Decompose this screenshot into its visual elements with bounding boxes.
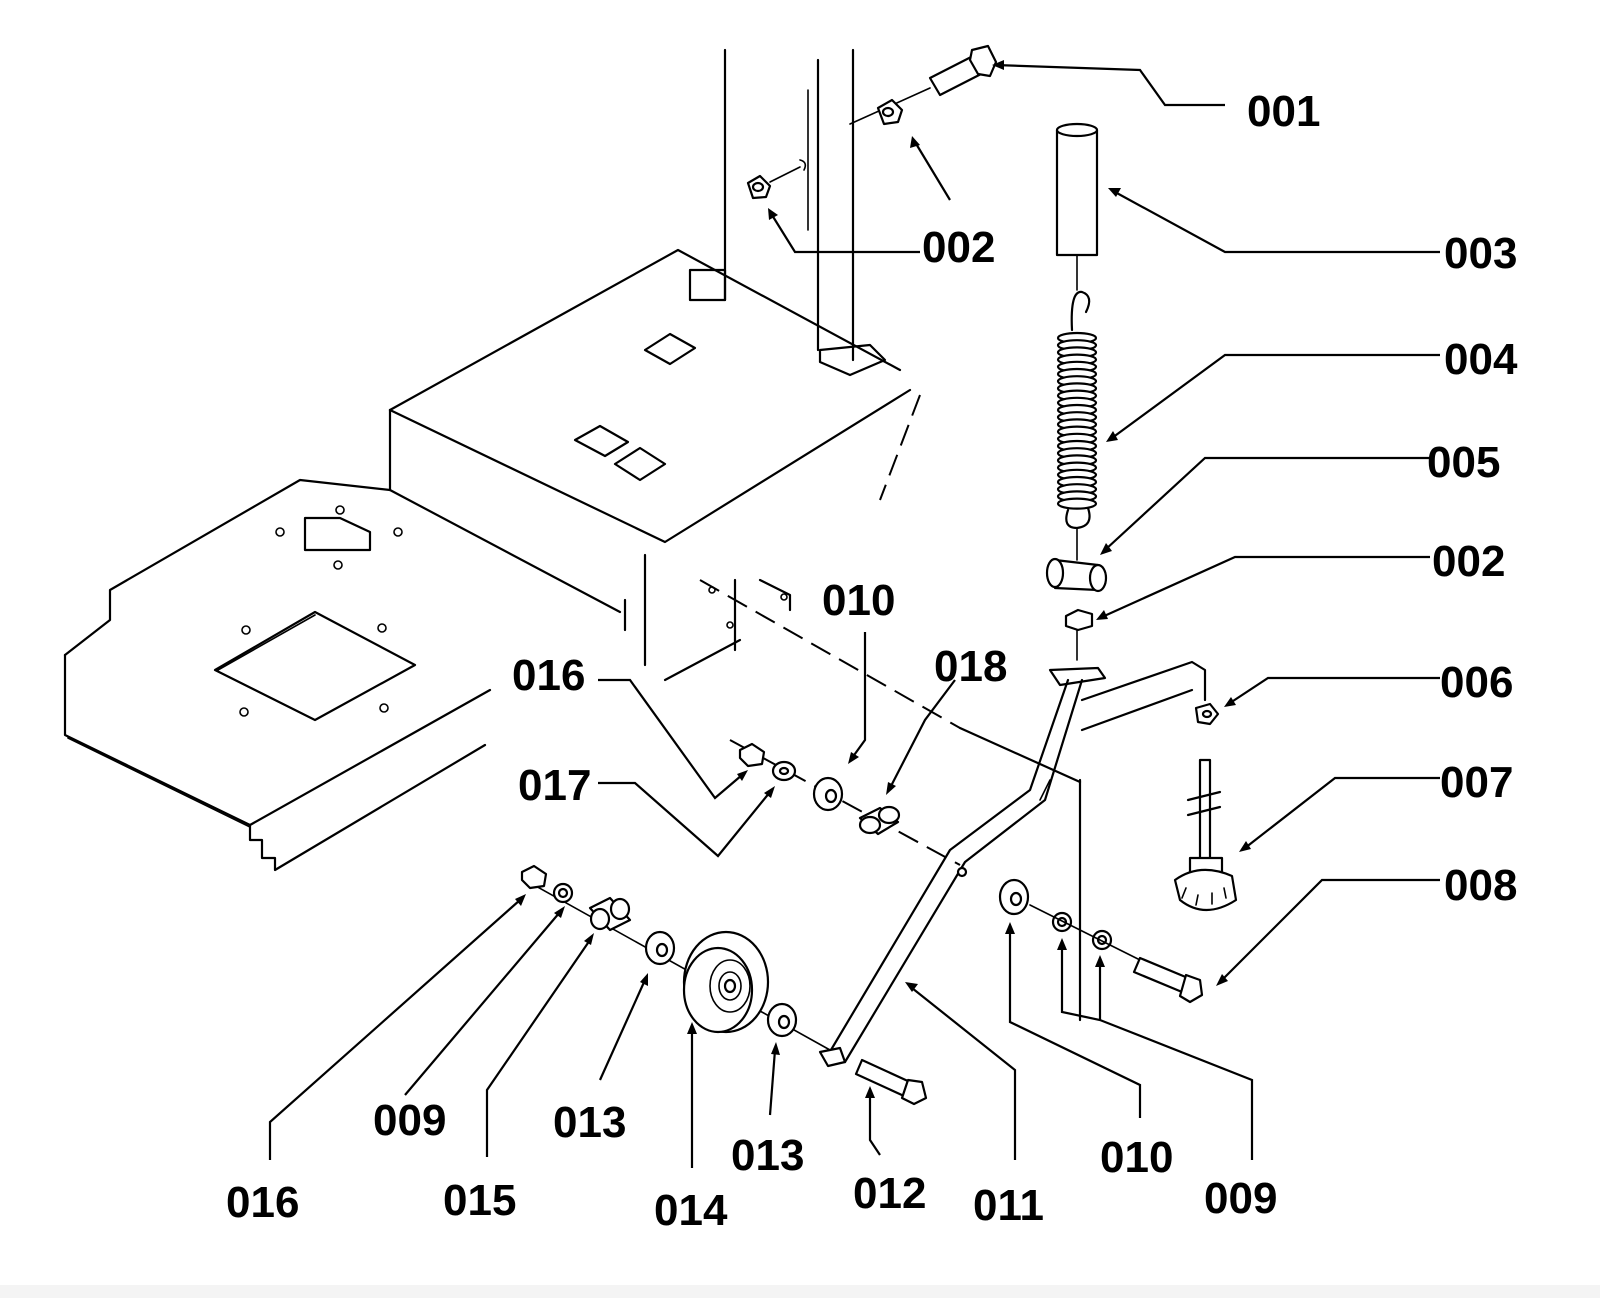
sleeve-015 — [588, 896, 632, 932]
label-001: 001 — [1247, 87, 1320, 136]
tube-003 — [1055, 122, 1099, 291]
label-004: 004 — [1444, 335, 1518, 384]
label-010-lower: 010 — [1100, 1133, 1173, 1182]
part-labels: 001 002 003 004 005 002 006 007 008 010 … — [226, 87, 1518, 1235]
spring-coil — [1056, 497, 1098, 510]
label-006: 006 — [1440, 658, 1513, 707]
label-009-lower: 009 — [373, 1096, 446, 1145]
label-008: 008 — [1444, 861, 1517, 910]
label-009-right: 009 — [1204, 1174, 1277, 1223]
label-018: 018 — [934, 642, 1007, 691]
leader-lines — [268, 60, 1440, 1168]
arm-011 — [818, 666, 1107, 1068]
wheel-parts — [520, 864, 928, 1106]
label-002-mid: 002 — [1432, 537, 1505, 586]
nut-016-upper — [738, 742, 766, 768]
nut-002-upper — [876, 98, 904, 126]
label-016-upper: 016 — [512, 651, 585, 700]
machine-frame — [63, 48, 1082, 1022]
label-016-lower: 016 — [226, 1178, 299, 1227]
sleeve-018 — [858, 805, 901, 836]
label-013-right: 013 — [731, 1131, 804, 1180]
bolt-012 — [854, 1058, 928, 1106]
label-012: 012 — [853, 1169, 926, 1218]
collar-005 — [1045, 527, 1108, 593]
spring-004 — [1056, 290, 1098, 530]
nut-002-left — [746, 159, 807, 200]
nut-016-lower — [520, 864, 548, 890]
bolt-008 — [1132, 956, 1204, 1004]
label-011: 011 — [973, 1181, 1044, 1230]
label-003: 003 — [1444, 229, 1517, 278]
wheel-014 — [682, 930, 770, 1034]
label-014: 014 — [654, 1186, 728, 1235]
nut-002-mid — [1064, 608, 1094, 661]
label-002-top: 002 — [922, 223, 995, 272]
bolt-001 — [849, 44, 998, 125]
bottom-band — [0, 1285, 1600, 1298]
label-017: 017 — [518, 761, 591, 810]
label-013-left: 013 — [553, 1098, 626, 1147]
label-010-upper: 010 — [822, 576, 895, 625]
label-005: 005 — [1427, 438, 1500, 487]
label-007: 007 — [1440, 758, 1513, 807]
label-015: 015 — [443, 1176, 516, 1225]
upper-shaft-parts — [729, 739, 1204, 1004]
spring-assembly — [746, 44, 1238, 1068]
knob-rod — [1080, 660, 1238, 911]
